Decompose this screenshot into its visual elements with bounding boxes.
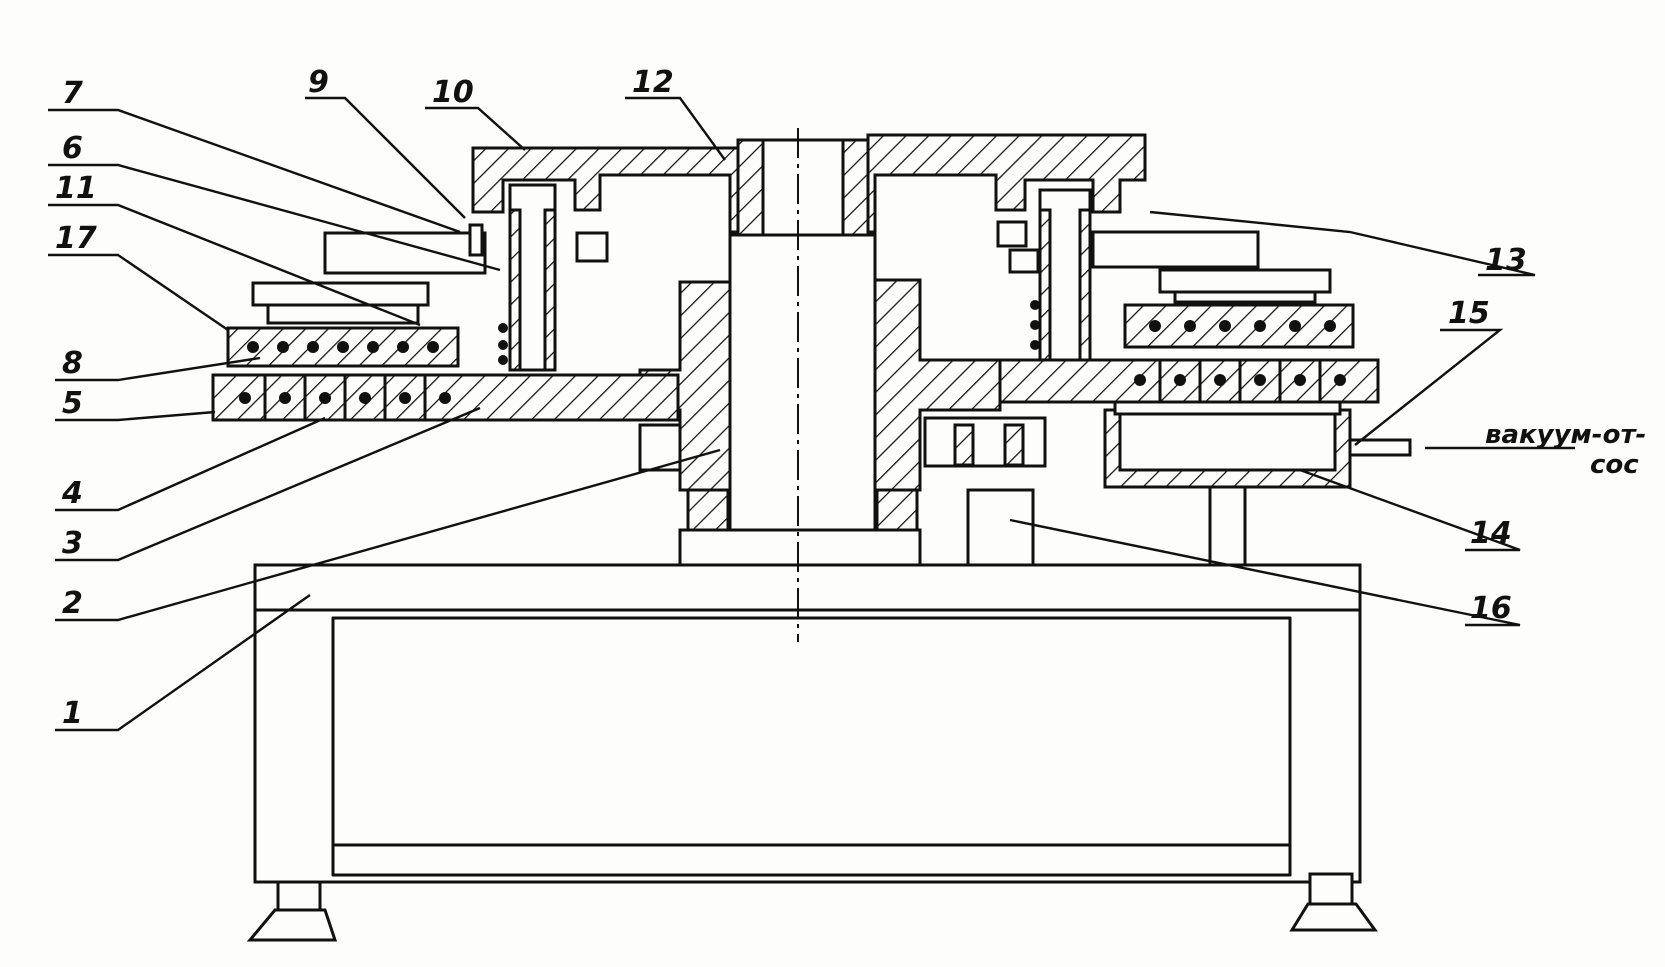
part-labels: 7 6 11 17 8 5 4 3 2 1 9 10 12 13 15 14 1… <box>55 65 1646 731</box>
label-4: 4 <box>61 476 83 511</box>
label-5: 5 <box>62 386 83 421</box>
vacuum-note-line1: вакуум-от- <box>1485 420 1646 450</box>
label-2: 2 <box>62 586 83 621</box>
label-1: 1 <box>62 696 83 731</box>
right-clamp-bar <box>1158 268 1332 304</box>
right-bearing <box>875 488 919 532</box>
leader-lines <box>48 96 1575 732</box>
right-lower-plate <box>998 358 1380 404</box>
label-10: 10 <box>432 75 474 110</box>
label-11: 11 <box>55 171 97 206</box>
label-16: 16 <box>1470 591 1512 626</box>
right-pin-assembly <box>996 188 1260 372</box>
label-13: 13 <box>1485 243 1527 278</box>
label-7: 7 <box>62 76 83 111</box>
label-6: 6 <box>62 131 83 166</box>
left-pin-assembly <box>323 183 609 372</box>
label-3: 3 <box>62 526 83 561</box>
left-leveling-foot <box>246 880 338 942</box>
vacuum-note-line2: сос <box>1590 450 1639 480</box>
label-14: 14 <box>1470 516 1512 551</box>
central-shaft <box>678 138 922 567</box>
label-17: 17 <box>55 221 97 256</box>
vacuum-chamber <box>1103 400 1412 567</box>
gear-block <box>923 416 1047 567</box>
label-12: 12 <box>632 65 674 100</box>
top-cover <box>471 133 1147 234</box>
base-frame <box>253 563 1362 884</box>
right-leveling-foot <box>1289 872 1378 932</box>
label-9: 9 <box>308 65 329 100</box>
label-8: 8 <box>62 346 83 381</box>
left-lower-plate <box>211 373 680 422</box>
label-15: 15 <box>1448 296 1490 331</box>
left-upper-plate <box>226 326 460 368</box>
right-upper-plate <box>1123 303 1355 349</box>
